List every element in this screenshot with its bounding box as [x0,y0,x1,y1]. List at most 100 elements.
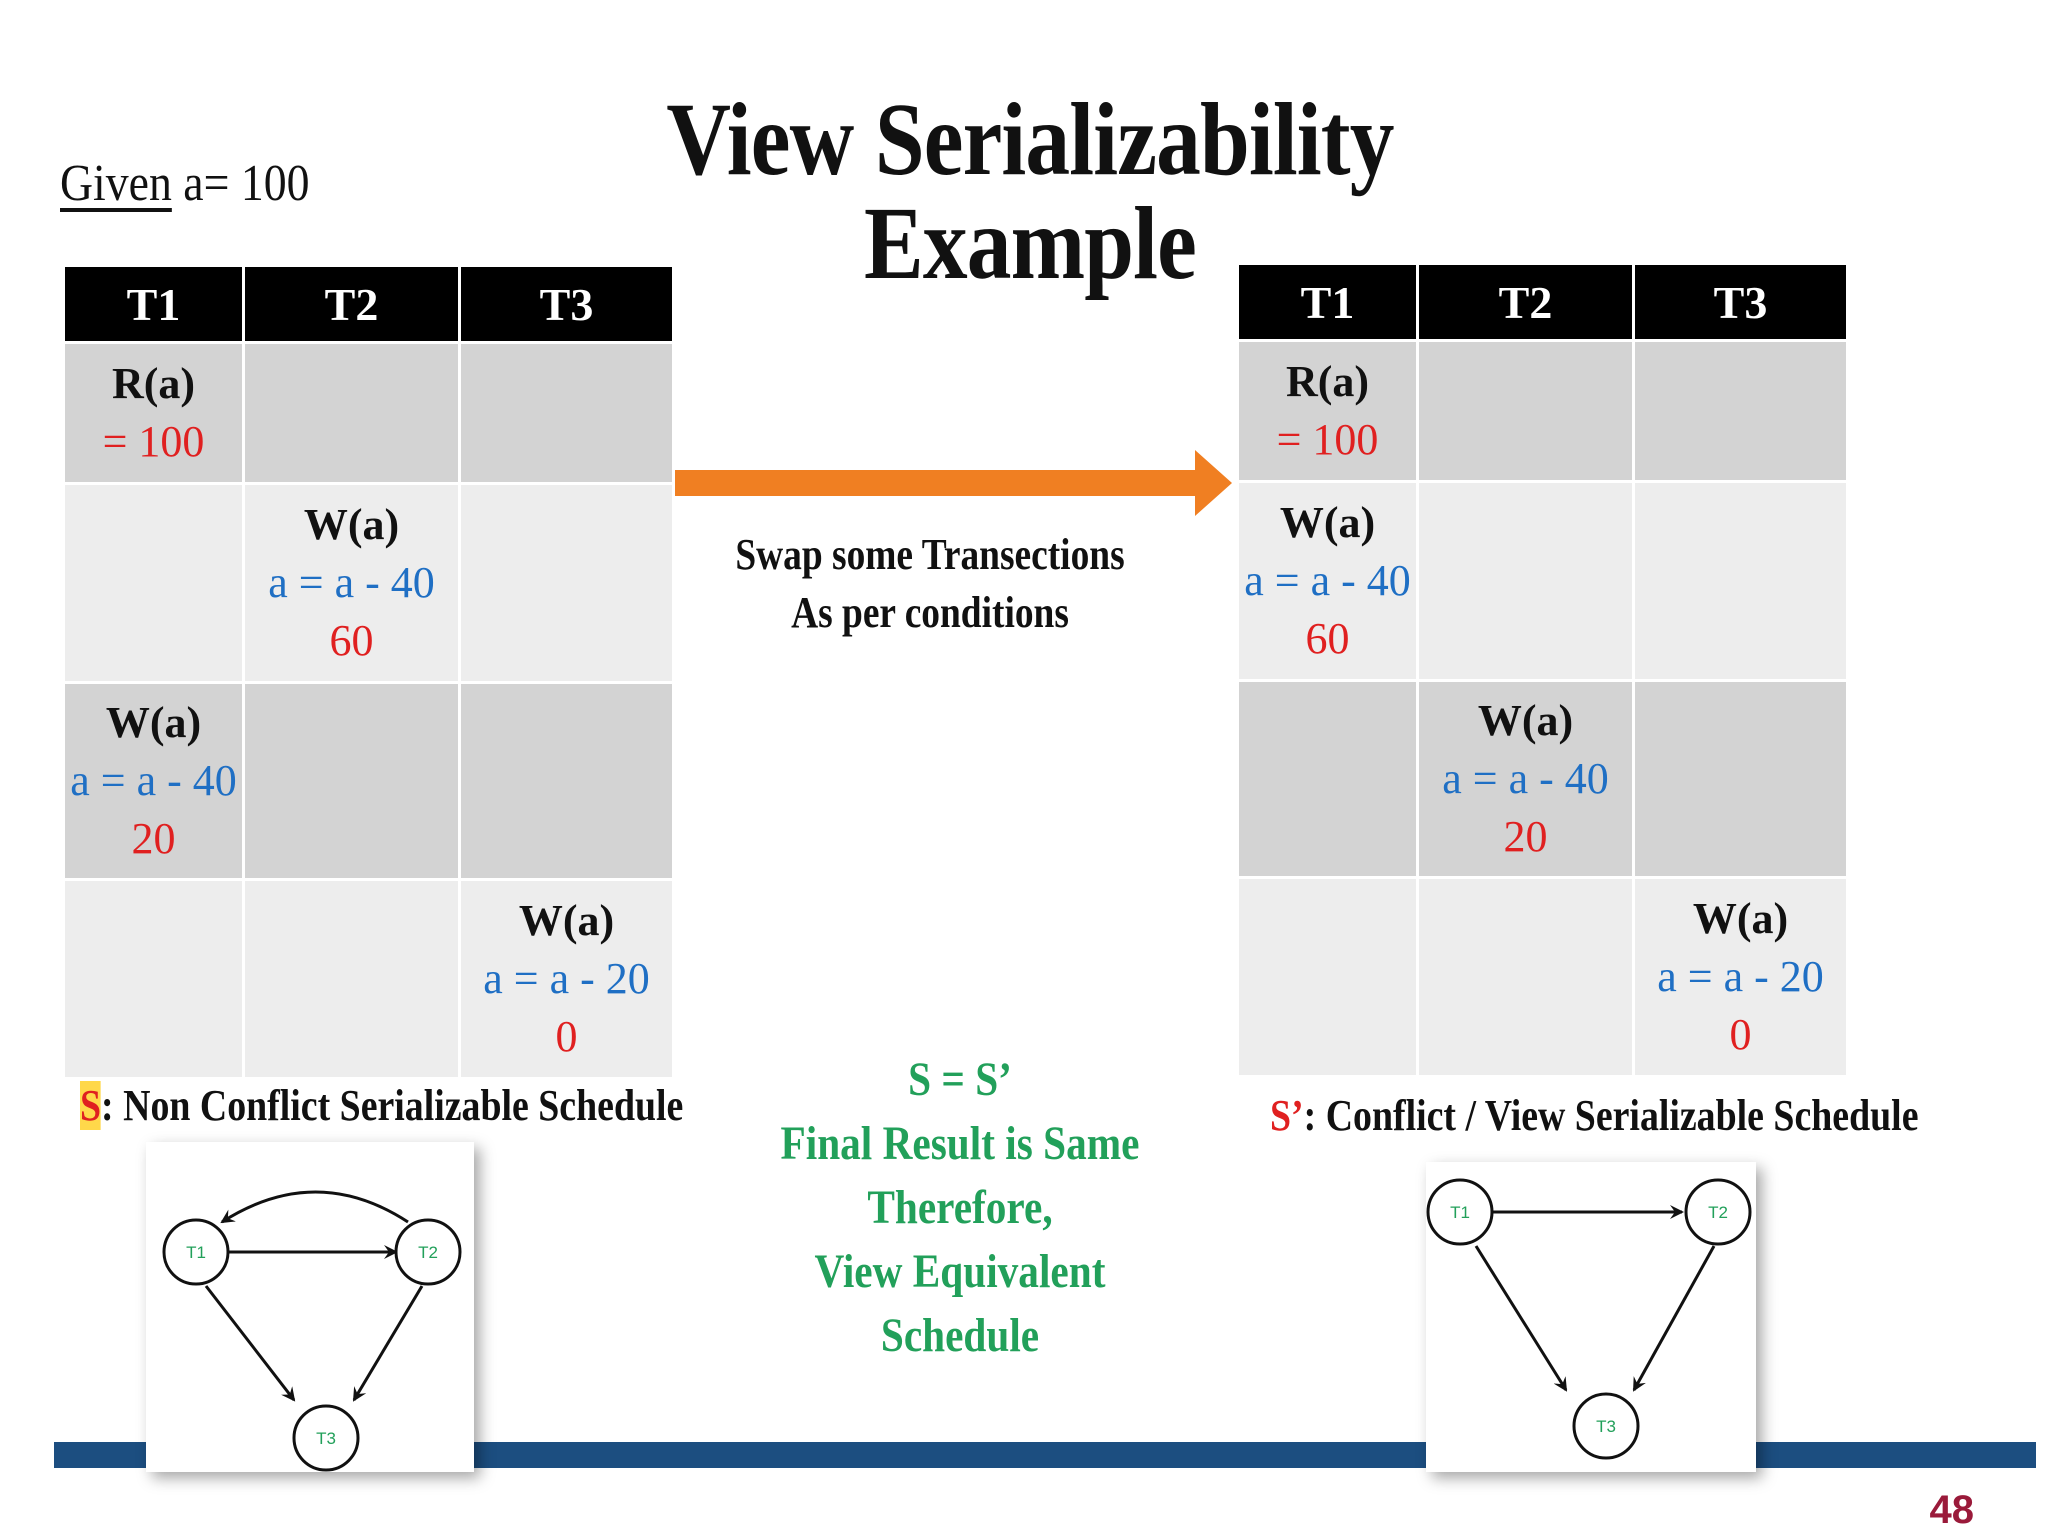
conclusion-line-1: S = S’ [908,1053,1012,1106]
table-row: W(a) a = a - 40 20 [62,681,675,881]
update-expression: a = a - 20 [1657,952,1824,1001]
swap-note-line-2: As per conditions [791,588,1069,637]
caption-s-prime-symbol: S’ [1270,1091,1304,1140]
table-header-row: T1 T2 T3 [1236,262,1849,342]
page-number: 48 [1929,1488,1975,1532]
svg-text:T2: T2 [418,1243,438,1262]
schedule-cell: W(a) a = a - 20 0 [458,878,675,1080]
edge-t2-t3 [352,1285,424,1402]
table-row: R(a) = 100 [1236,339,1849,483]
header-t3: T3 [1632,262,1849,342]
svg-text:T1: T1 [1450,1203,1470,1222]
caption-s: S: Non Conflict Serializable Schedule [80,1080,683,1131]
caption-s-symbol: S [80,1081,102,1130]
operation-label: R(a) [1285,357,1370,406]
schedule-cell [458,681,675,881]
schedule-cell [1416,339,1635,483]
header-t3: T3 [458,264,675,344]
schedule-cell: R(a) = 100 [62,341,245,485]
conclusion-line-4: View Equivalent Schedule [814,1245,1106,1362]
schedule-cell [458,482,675,684]
table-row: W(a) a = a - 20 0 [62,878,675,1080]
schedule-cell [458,341,675,485]
operation-label: R(a) [111,359,196,408]
table-row: W(a) a = a - 40 60 [1236,480,1849,682]
schedule-cell [242,341,461,485]
schedule-cell [62,878,245,1080]
schedule-cell: W(a) a = a - 40 20 [62,681,245,881]
operation-label: W(a) [1692,894,1789,943]
schedule-cell: W(a) a = a - 20 0 [1632,876,1849,1078]
node-t2: T2 [1684,1178,1752,1246]
table-row: W(a) a = a - 20 0 [1236,876,1849,1078]
schedule-cell [242,878,461,1080]
header-t2: T2 [242,264,461,344]
svg-text:T1: T1 [186,1243,206,1262]
operation-label: W(a) [303,500,400,549]
schedule-cell: W(a) a = a - 40 60 [1236,480,1419,682]
header-t2: T2 [1416,262,1635,342]
node-t3: T3 [1572,1392,1640,1460]
operation-label: W(a) [1279,498,1376,547]
node-t2: T2 [394,1218,462,1286]
precedence-graph-s-svg: T1 T2 T3 [162,1190,462,1472]
schedule-cell [1632,339,1849,483]
edge-t2-t1 [220,1190,409,1224]
value-label: 0 [1729,1010,1752,1059]
value-label: = 100 [102,417,205,466]
given-statement: Given a= 100 [60,158,309,210]
given-value: a= 100 [183,155,310,212]
edge-t1-t3 [204,1285,296,1402]
slide-title: View Serializability Example [666,82,1394,301]
schedule-cell: W(a) a = a - 40 20 [1416,679,1635,879]
update-expression: a = a - 40 [1442,754,1609,803]
schedule-cell [1632,679,1849,879]
value-label: 20 [131,814,176,863]
swap-note: Swap some Transections As per conditions [735,526,1126,642]
schedule-cell: W(a) a = a - 40 60 [242,482,461,684]
node-t1: T1 [162,1218,230,1286]
operation-label: W(a) [518,896,615,945]
operation-label: W(a) [1477,696,1574,745]
conclusion-line-3: Therefore, [867,1181,1053,1234]
value-label: 20 [1503,812,1548,861]
value-label: = 100 [1276,415,1379,464]
conclusion-line-2: Final Result is Same [780,1117,1140,1170]
swap-note-line-1: Swap some Transections [735,530,1125,579]
value-label: 60 [329,616,374,665]
conclusion-text: S = S’ Final Result is Same Therefore, V… [736,1048,1183,1368]
schedule-cell [62,482,245,684]
schedule-cell [1416,876,1635,1078]
table-header-row: T1 T2 T3 [62,264,675,344]
operation-label: W(a) [105,698,202,747]
header-t1: T1 [1236,262,1419,342]
edge-t1-t3 [1474,1245,1568,1392]
header-t1: T1 [62,264,245,344]
update-expression: a = a - 40 [70,756,237,805]
schedule-cell [242,681,461,881]
update-expression: a = a - 20 [483,954,650,1003]
schedule-cell: R(a) = 100 [1236,339,1419,483]
swap-arrow-icon [675,450,1232,516]
schedule-cell [1632,480,1849,682]
node-t1: T1 [1426,1178,1494,1246]
precedence-graph-s-prime-svg: T1 T2 T3 [1426,1178,1752,1460]
update-expression: a = a - 40 [1244,556,1411,605]
schedule-cell [1416,480,1635,682]
schedule-cell [1236,876,1419,1078]
svg-text:T2: T2 [1708,1203,1728,1222]
value-label: 0 [555,1012,578,1061]
node-t3: T3 [292,1404,360,1472]
caption-s-prime-text: : Conflict / View Serializable Schedule [1303,1091,1919,1140]
precedence-graph-s-prime: T1 T2 T3 [1426,1162,1756,1472]
value-label: 60 [1305,614,1350,663]
given-label: Given [60,155,172,212]
edge-t2-t3 [1632,1245,1716,1392]
update-expression: a = a - 40 [268,558,435,607]
table-row: W(a) a = a - 40 20 [1236,679,1849,879]
caption-s-prime: S’: Conflict / View Serializable Schedul… [1270,1090,1918,1141]
caption-s-text: : Non Conflict Serializable Schedule [101,1081,684,1130]
